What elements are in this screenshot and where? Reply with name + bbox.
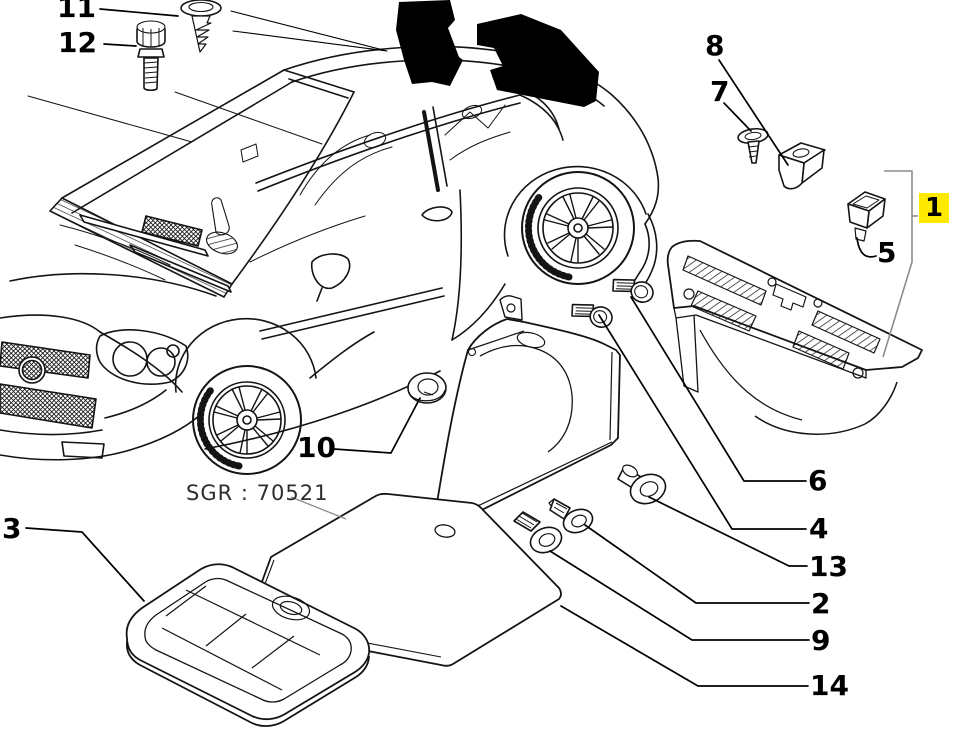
callout-7[interactable]: 7 (710, 75, 730, 108)
leader-lines (25, 8, 877, 687)
reference-leaders (290, 170, 918, 520)
grommet-drawing (407, 372, 447, 404)
callout-13[interactable]: 13 (809, 550, 848, 583)
clip-5-drawing (847, 191, 886, 242)
callout-6[interactable]: 6 (808, 464, 828, 497)
car-drawing (0, 0, 660, 475)
subgroup-reference[interactable]: SGR : 70521 (186, 481, 329, 505)
callout-1-highlighted[interactable]: 1 (919, 193, 949, 223)
callout-3[interactable]: 3 (2, 512, 22, 545)
callout-12[interactable]: 12 (58, 26, 97, 59)
tapping-screw-2-drawing (548, 498, 594, 534)
sill-trim-panel-drawing (666, 239, 923, 435)
callout-5[interactable]: 5 (877, 236, 897, 269)
callout-10[interactable]: 10 (297, 431, 336, 464)
front-wheel (192, 365, 302, 475)
rear-wheel (521, 171, 635, 285)
washer-screw-13-drawing (617, 464, 667, 505)
callout-8[interactable]: 8 (705, 29, 725, 62)
shoulder-bolt-drawing (136, 20, 166, 92)
callout-14[interactable]: 14 (810, 669, 849, 702)
expansion-rivet-9-drawing (513, 511, 563, 554)
side-trim-panel-drawing (433, 295, 621, 532)
callout-9[interactable]: 9 (811, 624, 831, 657)
callout-2[interactable]: 2 (811, 587, 831, 620)
clip-8-drawing (778, 142, 826, 190)
callout-11[interactable]: 11 (57, 0, 96, 24)
hex-screw-4-drawing (571, 303, 613, 328)
screw-7-drawing (737, 127, 769, 164)
fir-tree-pin-drawing (180, 0, 222, 53)
tool-tray-drawing (125, 563, 371, 727)
hex-screw-6-drawing (612, 278, 654, 303)
callout-4[interactable]: 4 (809, 512, 829, 545)
carpet-pieces (396, 0, 599, 107)
